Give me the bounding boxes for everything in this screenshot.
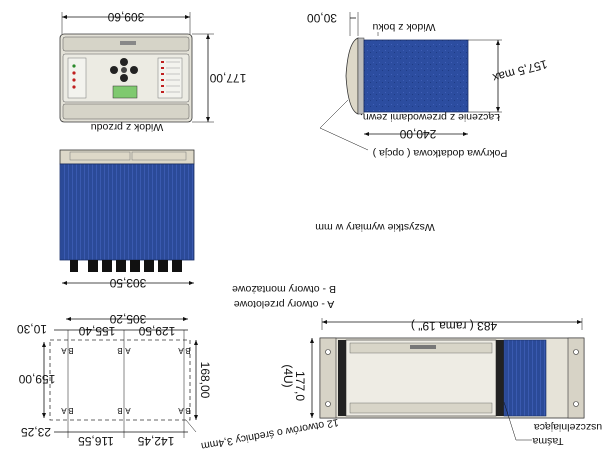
hole-label-b: B bbox=[185, 346, 190, 355]
legend-b: B - otwory montażowe bbox=[232, 283, 336, 295]
mount-hole-icon bbox=[325, 349, 331, 355]
mount-hole-icon bbox=[573, 349, 579, 355]
hole-label-a: A bbox=[61, 346, 67, 355]
lcd-display bbox=[112, 85, 138, 99]
front-width-label: 309,60 bbox=[107, 10, 144, 24]
side-view: 30,00 Widok z boku 157,5 max Łączenie z … bbox=[307, 11, 549, 159]
optional-cover bbox=[345, 37, 359, 115]
cover-note: Pokrywa dodatkowa ( opcja ) bbox=[373, 147, 508, 159]
cutout-height-right: 168,00 bbox=[198, 362, 212, 399]
hole-label-a: A bbox=[125, 406, 131, 415]
side-offset-label: 30,00 bbox=[307, 11, 337, 25]
mount-hole-icon bbox=[325, 401, 331, 407]
side-body bbox=[363, 39, 469, 113]
mount-hole-icon bbox=[573, 401, 579, 407]
side-height-label: 157,5 max bbox=[491, 57, 549, 85]
side-view-caption: Widok z boku bbox=[372, 21, 435, 33]
rack-height-label: 177,0 bbox=[293, 371, 307, 401]
front-height-label: 177,00 bbox=[209, 71, 246, 85]
hole-label-a: A bbox=[178, 406, 184, 415]
cutout-bottom-span-1: 116,55 bbox=[78, 434, 114, 448]
cutout-overall-width: 305,20 bbox=[109, 312, 146, 326]
keypad-button-icon bbox=[120, 74, 128, 82]
legend-a: A - otwory przelotowe bbox=[234, 298, 335, 310]
keypad-button-icon bbox=[120, 58, 128, 66]
keypad-button-icon bbox=[130, 66, 138, 74]
front-view-caption: Widok z przodu bbox=[91, 121, 164, 133]
rack-width-label: 483 ( rama 19" ) bbox=[411, 319, 497, 333]
top-width-label: 303,50 bbox=[109, 276, 146, 290]
seal-label: uszczelniająca bbox=[534, 421, 602, 433]
cutout-left-margin: 10,30 bbox=[17, 322, 47, 336]
keypad-button-icon bbox=[110, 66, 118, 74]
side-depth-label: 240,00 bbox=[399, 127, 436, 141]
general-note: Wszystkie wymiary w mm bbox=[315, 221, 435, 233]
hole-label-b: B bbox=[117, 346, 122, 355]
rack-view: 483 ( rama 19" ) 177,0 (4U) uszczelniają… bbox=[281, 318, 602, 447]
front-view: 309,60 bbox=[59, 10, 246, 133]
hole-label-b: B bbox=[117, 406, 122, 415]
hole-label-a: A bbox=[61, 406, 67, 415]
hole-label-b: B bbox=[68, 406, 73, 415]
top-body bbox=[59, 163, 195, 261]
front-slot bbox=[120, 41, 136, 45]
holes-note: 12 otworów o średnicy 3,4mm bbox=[200, 416, 340, 452]
hole-label-a: A bbox=[125, 346, 131, 355]
rack-blank-panel bbox=[503, 339, 547, 417]
cutout-span-2: 129,50 bbox=[138, 324, 175, 338]
hole-label-b: B bbox=[185, 406, 190, 415]
hole-label-a: A bbox=[178, 346, 184, 355]
cutout-span-1: 155,40 bbox=[78, 324, 115, 338]
hole-label-b: B bbox=[68, 346, 73, 355]
rack-height-units: (4U) bbox=[281, 364, 295, 387]
tape-label: Taśma bbox=[532, 435, 563, 447]
cutout-bottom-span-2: 142,45 bbox=[137, 434, 174, 448]
cable-note: Łączenie z przewodami zewn. bbox=[360, 111, 500, 123]
cutout-height-left: 159,00 bbox=[18, 372, 55, 386]
top-view: 303,50 bbox=[59, 149, 195, 290]
cutout-bottom-margin: 23,25 bbox=[21, 425, 51, 439]
